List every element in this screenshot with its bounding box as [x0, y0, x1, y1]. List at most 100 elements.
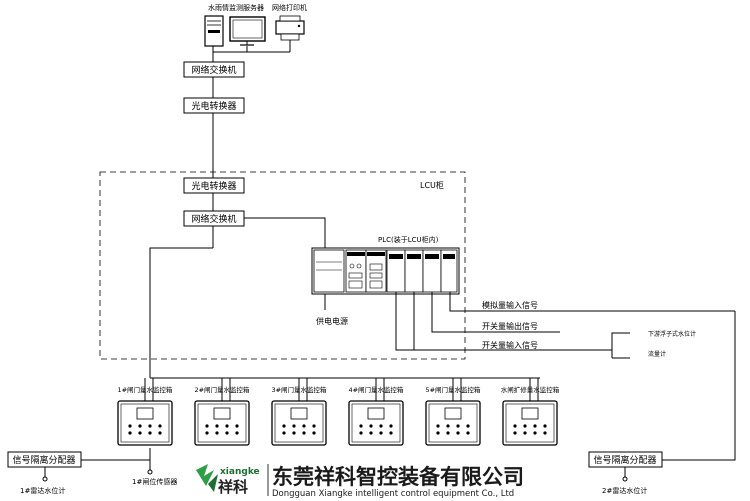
- display-screen-icon: [136, 407, 154, 420]
- plc-label: PLC(装于LCU柜内): [378, 235, 439, 244]
- float-water-level-gauge-label: 下游浮子式水位计: [648, 330, 696, 338]
- indicator-button-icon: [215, 424, 219, 428]
- printer-label: 网络打印机: [272, 3, 307, 12]
- indicator-button-icon: [369, 431, 373, 435]
- sensor-node-icon: [147, 469, 153, 475]
- gate-position-sensor-label: 1#闸位传感器: [132, 477, 177, 486]
- indicator-button-icon: [456, 431, 460, 435]
- indicator-button-icon: [543, 424, 547, 428]
- indicator-button-icon: [138, 424, 142, 428]
- indicator-button-icon: [359, 424, 363, 428]
- sensor-node-icon: [622, 476, 628, 482]
- radar-level-gauge-2-label: 2#雷达水位计: [602, 486, 647, 495]
- photoelectric-converter-top-label: 光电转换器: [191, 100, 236, 112]
- network-switch-top-label: 网络交换机: [191, 64, 236, 76]
- power-supply-label: 供电电源: [316, 316, 348, 326]
- plc-rack: [311, 247, 460, 295]
- gate-cabinet: 1#闸门量水监控箱: [117, 378, 173, 446]
- gate-cabinet: 3#闸门量水监控箱: [271, 378, 327, 446]
- indicator-button-icon: [312, 431, 316, 435]
- indicator-button-icon: [543, 431, 547, 435]
- indicator-button-icon: [225, 431, 229, 435]
- gate-cabinet-label: 2#闸门量水监控箱: [194, 385, 250, 394]
- indicator-button-icon: [379, 424, 383, 428]
- indicator-button-icon: [436, 431, 440, 435]
- xiangke-logo-icon: xiangke 祥科: [196, 464, 260, 496]
- network-switch-lcu: 网络交换机: [183, 210, 245, 227]
- indicator-button-icon: [513, 431, 517, 435]
- digital-input-signal-label: 开关量输入信号: [482, 340, 538, 350]
- indicator-button-icon: [205, 431, 209, 435]
- signal-isolator-right-label: 信号隔离分配器: [593, 454, 656, 466]
- indicator-button-icon: [302, 431, 306, 435]
- analog-input-signal-label: 模拟量输入信号: [482, 300, 538, 310]
- signal-isolator-left: 信号隔离分配器: [7, 451, 82, 468]
- indicator-button-icon: [389, 431, 393, 435]
- display-screen-icon: [367, 407, 385, 420]
- indicator-button-icon: [128, 431, 132, 435]
- indicator-button-icon: [235, 424, 239, 428]
- indicator-button-icon: [446, 431, 450, 435]
- indicator-button-icon: [312, 424, 316, 428]
- company-name-chinese: 东莞祥科智控装备有限公司: [272, 464, 524, 489]
- indicator-button-icon: [513, 424, 517, 428]
- indicator-button-icon: [158, 431, 162, 435]
- signal-lines: [150, 292, 736, 461]
- switch-plc-link: [244, 217, 326, 248]
- indicator-button-icon: [523, 424, 527, 428]
- gate-cabinet-label: 水闸扩修量水监控箱: [501, 385, 560, 394]
- logo-chinese: 祥科: [218, 478, 248, 496]
- gate-cabinet-label: 3#闸门量水监控箱: [271, 385, 327, 394]
- signal-isolator-right: 信号隔离分配器: [588, 451, 663, 468]
- indicator-button-icon: [523, 431, 527, 435]
- digital-output-signal-label: 开关量输出信号: [482, 321, 538, 331]
- gate-cabinet-label: 5#闸门量水监控箱: [425, 385, 481, 394]
- signal-isolator-left-label: 信号隔离分配器: [12, 454, 75, 466]
- device-links: [212, 40, 291, 58]
- indicator-button-icon: [466, 431, 470, 435]
- indicator-button-icon: [148, 431, 152, 435]
- display-screen-icon: [521, 407, 539, 420]
- company-name-english: Dongguan Xiangke intelligent control equ…: [272, 489, 514, 499]
- indicator-button-icon: [292, 431, 296, 435]
- indicator-button-icon: [389, 424, 393, 428]
- photoelectric-converter-lcu-label: 光电转换器: [191, 180, 236, 192]
- monitor-icon: [229, 16, 266, 46]
- server-label: 水雨情监测服务器: [208, 3, 264, 12]
- indicator-button-icon: [533, 424, 537, 428]
- gate-cabinet: 2#闸门量水监控箱: [194, 378, 250, 446]
- gate-cabinet: 水闸扩修量水监控箱: [501, 378, 560, 446]
- bottom-links: [44, 448, 626, 477]
- gate-cabinet: 5#闸门量水监控箱: [425, 378, 481, 446]
- indicator-button-icon: [292, 424, 296, 428]
- printer-icon: [275, 15, 305, 41]
- indicator-button-icon: [215, 431, 219, 435]
- indicator-button-icon: [138, 431, 142, 435]
- indicator-button-icon: [128, 424, 132, 428]
- indicator-button-icon: [158, 424, 162, 428]
- lcu-cabinet-frame: [99, 171, 466, 360]
- gate-cabinet-label: 4#闸门量水监控箱: [348, 385, 404, 394]
- network-switch-lcu-label: 网络交换机: [191, 213, 236, 225]
- logo-english: xiangke: [220, 467, 260, 477]
- indicator-button-icon: [436, 424, 440, 428]
- indicator-button-icon: [282, 431, 286, 435]
- indicator-button-icon: [466, 424, 470, 428]
- server-icon: [204, 15, 224, 47]
- flowmeter-label: 流量计: [648, 350, 666, 358]
- indicator-button-icon: [359, 431, 363, 435]
- indicator-button-icon: [379, 431, 383, 435]
- indicator-button-icon: [446, 424, 450, 428]
- indicator-button-icon: [235, 431, 239, 435]
- indicator-button-icon: [205, 424, 209, 428]
- display-screen-icon: [213, 407, 231, 420]
- display-screen-icon: [290, 407, 308, 420]
- indicator-button-icon: [369, 424, 373, 428]
- sensor-node-icon: [42, 476, 48, 482]
- indicator-button-icon: [456, 424, 460, 428]
- lcu-to-cabinets-line: [149, 247, 213, 378]
- radar-level-gauge-1-label: 1#雷达水位计: [20, 486, 65, 495]
- indicator-button-icon: [302, 424, 306, 428]
- gate-cabinet-group: 1#闸门量水监控箱 2#闸门量水监控箱 3#闸门量水监控箱 4#闸门量水监控箱 5#闸门…: [117, 378, 560, 446]
